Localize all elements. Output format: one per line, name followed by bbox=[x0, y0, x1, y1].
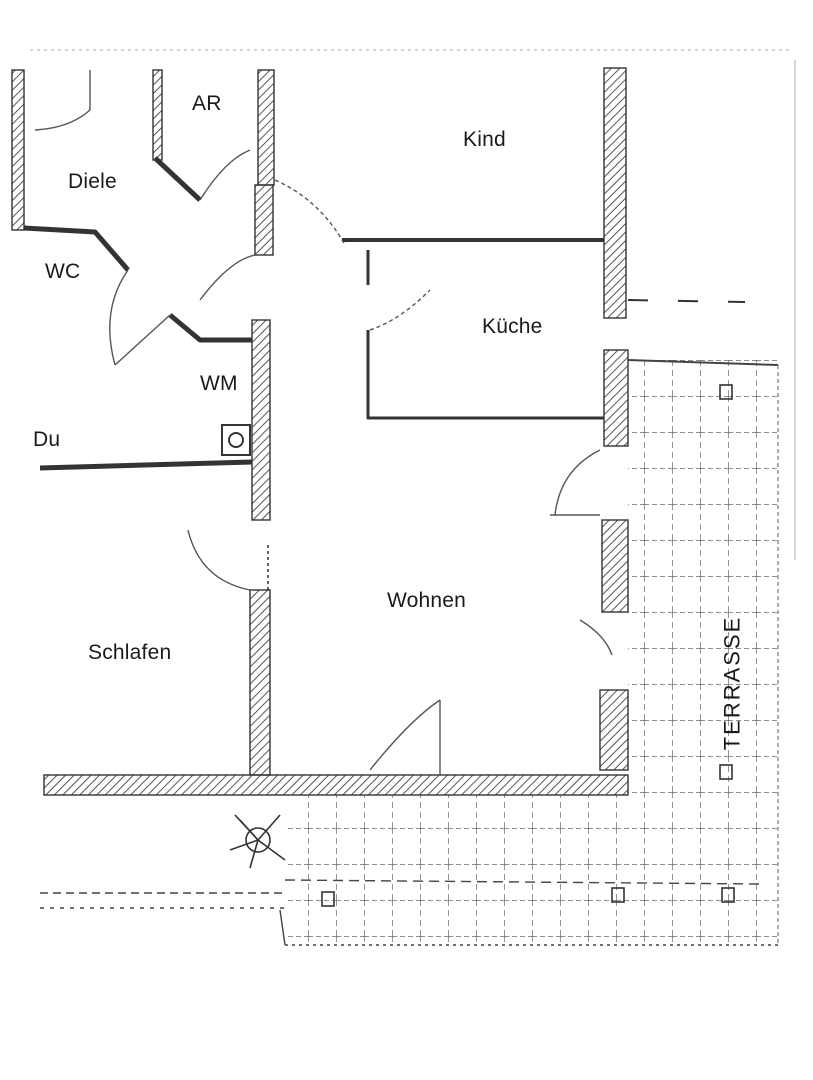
room-label-wm: WM bbox=[200, 372, 238, 395]
room-label-kind: Kind bbox=[463, 128, 506, 151]
room-label-diele: Diele bbox=[68, 170, 117, 193]
room-label-ar: AR bbox=[192, 92, 222, 115]
lamp-icons bbox=[321, 384, 735, 907]
room-label-kueche: Küche bbox=[482, 315, 543, 338]
room-label-schlafen: Schlafen bbox=[88, 641, 172, 664]
terrace-label: TERRASSE bbox=[719, 615, 745, 751]
door-swings bbox=[34, 70, 746, 775]
walls-hatched bbox=[11, 67, 629, 796]
terrace-tiles bbox=[285, 359, 779, 945]
dimension-strip bbox=[40, 879, 780, 946]
room-label-wohnen: Wohnen bbox=[387, 589, 467, 612]
room-label-du: Du bbox=[33, 428, 61, 451]
room-label-wc: WC bbox=[45, 260, 81, 283]
walls-thin bbox=[23, 156, 604, 590]
plant-icon bbox=[229, 814, 286, 869]
paper-edges bbox=[30, 49, 796, 560]
washing-machine-icon bbox=[221, 424, 251, 456]
